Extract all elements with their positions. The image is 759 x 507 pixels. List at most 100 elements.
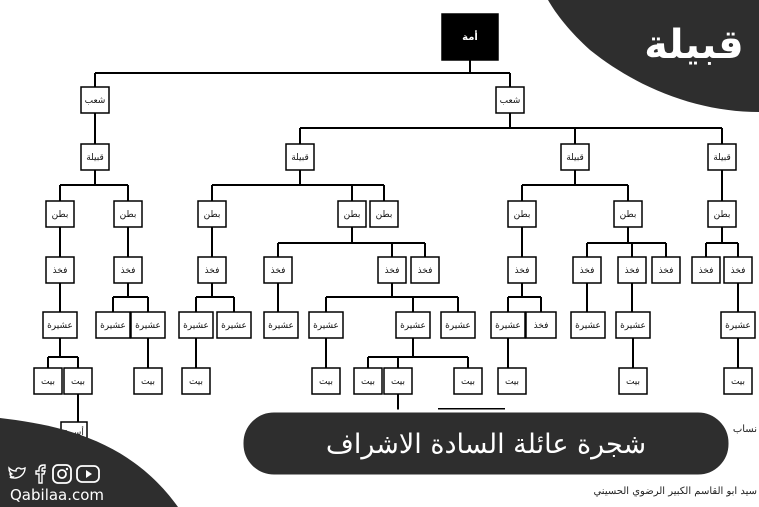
instagram-icon[interactable] — [52, 464, 72, 484]
tree-node-ashira: عشيرة — [615, 311, 651, 339]
tree-node-box — [453, 367, 483, 395]
tree-node-box — [525, 311, 557, 339]
tree-node-ashira: عشيرة — [395, 311, 431, 339]
tree-node-label: فخذ — [121, 266, 136, 276]
tree-node-label: فخذ — [271, 266, 286, 276]
tree-node-box — [572, 256, 602, 284]
tree-node-label: بيت — [505, 377, 519, 387]
tree-node-batn: بطن — [507, 200, 537, 228]
youtube-icon[interactable] — [76, 465, 100, 483]
tree-node-label: فخذ — [534, 321, 549, 331]
tree-node-box — [45, 200, 75, 228]
tree-node-label: بيت — [141, 377, 155, 387]
tree-node-box — [495, 86, 525, 114]
tree-node-box — [570, 311, 606, 339]
tree-node-bayt: بيت — [63, 367, 93, 395]
facebook-icon[interactable] — [35, 464, 46, 484]
tree-node-label: عشيرة — [313, 321, 339, 331]
tree-node-box — [497, 367, 527, 395]
tree-node-box — [691, 256, 721, 284]
tree-node-label: شعب — [500, 96, 521, 106]
tree-node-bayt: بيت — [497, 367, 527, 395]
tree-node-ashira: عشيرة — [216, 311, 252, 339]
tree-node-ashira: عشيرة — [308, 311, 344, 339]
tree-node-bayt: بيت — [133, 367, 163, 395]
tree-node-bayt: بيت — [33, 367, 63, 395]
tree-node-fakhdh: فخذ — [45, 256, 75, 284]
tree-node-box — [613, 200, 643, 228]
tree-node-label: بيت — [361, 377, 375, 387]
tree-node-label: بطن — [714, 210, 731, 220]
tree-connectors — [47, 60, 739, 422]
tree-node-label: قبيلة — [713, 153, 731, 163]
tree-node-box — [353, 367, 383, 395]
tree-node-box — [383, 367, 413, 395]
tree-node-box — [410, 256, 440, 284]
tree-node-ashira: عشيرة — [263, 311, 299, 339]
tree-node-bayt: بيت — [181, 367, 211, 395]
title-banner — [240, 409, 732, 478]
tree-node-label: بيت — [626, 377, 640, 387]
scrap-text-bottom: سيد ابو القاسم الكبير الرضوي الحسيني — [593, 486, 757, 497]
tree-node-fakhdh: فخذ — [197, 256, 227, 284]
tree-node-label: بطن — [620, 210, 637, 220]
tree-node-bayt: بيت — [453, 367, 483, 395]
tree-node-box — [45, 256, 75, 284]
tree-node-box — [440, 311, 476, 339]
tree-node-fakhdh: فخذ — [263, 256, 293, 284]
tree-node-ashira: عشيرة — [490, 311, 526, 339]
tree-node-box — [178, 311, 214, 339]
tree-node-ashira: عشيرة — [42, 311, 78, 339]
tree-node-box — [618, 367, 648, 395]
tree-node-label: فخذ — [205, 266, 220, 276]
tree-node-batn: بطن — [707, 200, 737, 228]
tree-node-label: عشيرة — [268, 321, 294, 331]
tree-node-label: عشيرة — [575, 321, 601, 331]
tree-node-box — [42, 311, 78, 339]
tree-node-fakhdh: فخذ — [651, 256, 681, 284]
tree-node-qabila: قبيلة — [560, 143, 590, 171]
site-url[interactable]: Qabilaa.com — [10, 486, 104, 504]
tree-node-box — [311, 367, 341, 395]
tree-node-box — [181, 367, 211, 395]
tree-node-label: عشيرة — [100, 321, 126, 331]
tree-node-label: فخذ — [385, 266, 400, 276]
tree-node-label: فخذ — [625, 266, 640, 276]
tree-node-ashira: عشيرة — [95, 311, 131, 339]
twitter-icon[interactable] — [8, 466, 26, 479]
tree-node-box — [216, 311, 252, 339]
tree-node-label: بيت — [41, 377, 55, 387]
tree-node-batn: بطن — [369, 200, 399, 228]
tree-node-label: بطن — [120, 210, 137, 220]
tree-node-box — [723, 367, 753, 395]
tree-node-label: فخذ — [418, 266, 433, 276]
tree-node-label: عشيرة — [183, 321, 209, 331]
tree-node-label: قبيلة — [291, 153, 309, 163]
social-corner-shape — [0, 418, 178, 507]
tree-node-fakhdh: فخذ — [113, 256, 143, 284]
tree-node-label: فخذ — [580, 266, 595, 276]
tree-node-bayt: بيت — [353, 367, 383, 395]
tree-node-label: عشيرة — [221, 321, 247, 331]
tree-node-batn: بطن — [613, 200, 643, 228]
tree-node-label: عشيرة — [725, 321, 751, 331]
tree-node-label: بيت — [189, 377, 203, 387]
tree-node-box — [263, 311, 299, 339]
tree-node-label: بيت — [391, 377, 405, 387]
tree-node-label: فخذ — [699, 266, 714, 276]
tree-node-ashira: عشيرة — [570, 311, 606, 339]
tree-node-label: بطن — [376, 210, 393, 220]
tree-node-label: بطن — [204, 210, 221, 220]
tree-node-label: قبيلة — [86, 153, 104, 163]
tree-node-label: عشيرة — [495, 321, 521, 331]
tree-node-box — [507, 200, 537, 228]
tree-node-box — [723, 256, 753, 284]
tree-node-label: عشيرة — [445, 321, 471, 331]
tree-node-bayt: بيت — [311, 367, 341, 395]
tree-node-label: فخذ — [659, 266, 674, 276]
tree-node-box — [615, 311, 651, 339]
tree-node-box — [63, 367, 93, 395]
tree-node-batn: بطن — [45, 200, 75, 228]
tree-node-box — [80, 86, 110, 114]
